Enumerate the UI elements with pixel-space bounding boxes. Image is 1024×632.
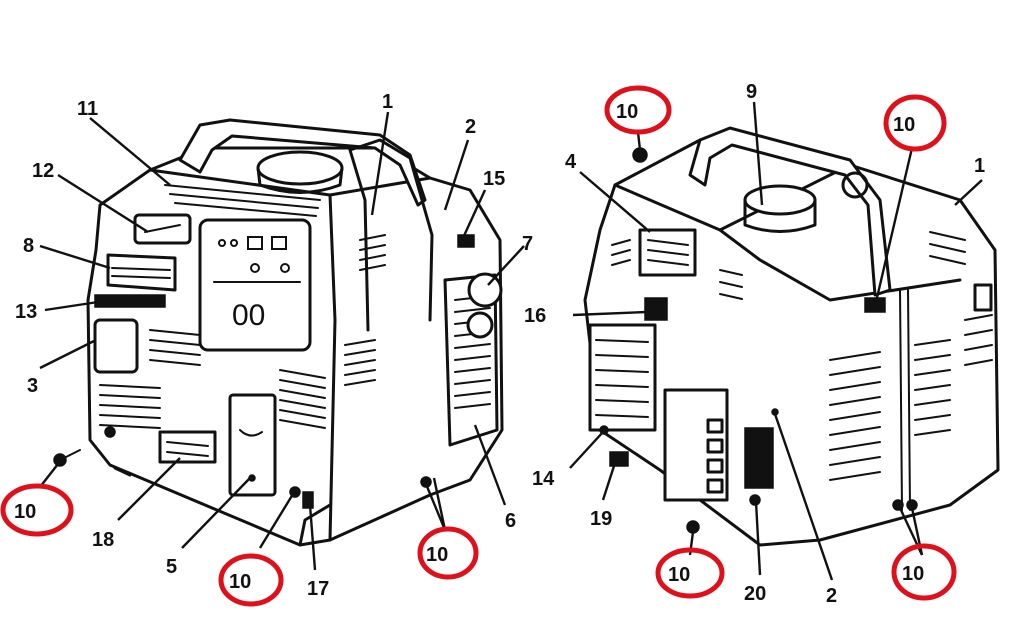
callout-13: 13 xyxy=(15,301,37,323)
callout-9: 9 xyxy=(746,81,757,103)
callout-1: 1 xyxy=(382,91,393,113)
callout-2: 2 xyxy=(465,116,476,138)
callout-3: 3 xyxy=(27,375,38,397)
left-label-plate xyxy=(158,430,217,464)
highlight-circle xyxy=(417,526,479,580)
highlight-circle xyxy=(891,543,957,601)
left-plate xyxy=(94,294,166,308)
left-front-grille xyxy=(99,329,201,429)
callout-14: 14 xyxy=(532,468,555,490)
callout-5: 5 xyxy=(166,556,177,578)
callout-20: 20 xyxy=(744,583,766,605)
callout-16: 16 xyxy=(524,305,546,327)
svg-text:00: 00 xyxy=(232,299,265,332)
callout-10: 10 xyxy=(426,544,448,566)
callout-19: 19 xyxy=(590,508,612,530)
callout-10: 10 xyxy=(229,571,251,593)
left-fuel-valve xyxy=(302,491,314,509)
left-switch xyxy=(106,253,177,292)
right-carry-handle xyxy=(688,126,892,297)
right-fuel-cap xyxy=(743,184,817,216)
right-fuel-valve xyxy=(609,451,629,467)
highlight-circle xyxy=(883,94,947,152)
callout-17: 17 xyxy=(307,578,329,600)
callout-10: 10 xyxy=(893,114,915,136)
callout-2: 2 xyxy=(826,585,837,607)
callout-1: 1 xyxy=(974,155,985,177)
callout-11: 11 xyxy=(77,98,98,120)
callout-8: 8 xyxy=(23,235,34,257)
callout-10: 10 xyxy=(616,101,638,123)
callout-4: 4 xyxy=(565,151,577,173)
left-body-grilles xyxy=(279,234,386,429)
highlight-circles xyxy=(0,85,957,607)
callout-18: 18 xyxy=(92,529,114,551)
highlight-circle xyxy=(0,483,74,537)
generator-left: 00 xyxy=(53,118,504,547)
callout-labels: 1 2 15 7 11 12 8 13 3 6 18 5 17 10 10 10… xyxy=(14,81,985,607)
left-carry-handle xyxy=(178,118,427,207)
callout-10: 10 xyxy=(668,564,690,586)
callout-10: 10 xyxy=(14,501,36,523)
left-generator-body xyxy=(86,146,504,547)
left-maintenance-door xyxy=(228,393,277,497)
left-control-panel xyxy=(198,218,312,352)
generator-right xyxy=(583,126,1000,547)
callout-7: 7 xyxy=(522,233,533,255)
callout-10: 10 xyxy=(902,563,924,585)
right-label-strip xyxy=(744,427,774,489)
right-side-grille xyxy=(829,231,993,481)
highlight-circle xyxy=(655,547,725,599)
leader-lines xyxy=(39,101,983,581)
left-fuel-cap xyxy=(256,150,344,186)
highlight-circle xyxy=(218,553,284,607)
callout-12: 12 xyxy=(32,160,54,182)
left-side-cover xyxy=(93,318,139,374)
callout-6: 6 xyxy=(505,510,516,532)
callout-15: 15 xyxy=(483,168,505,190)
highlight-circle xyxy=(604,85,672,135)
right-plate xyxy=(644,297,668,321)
